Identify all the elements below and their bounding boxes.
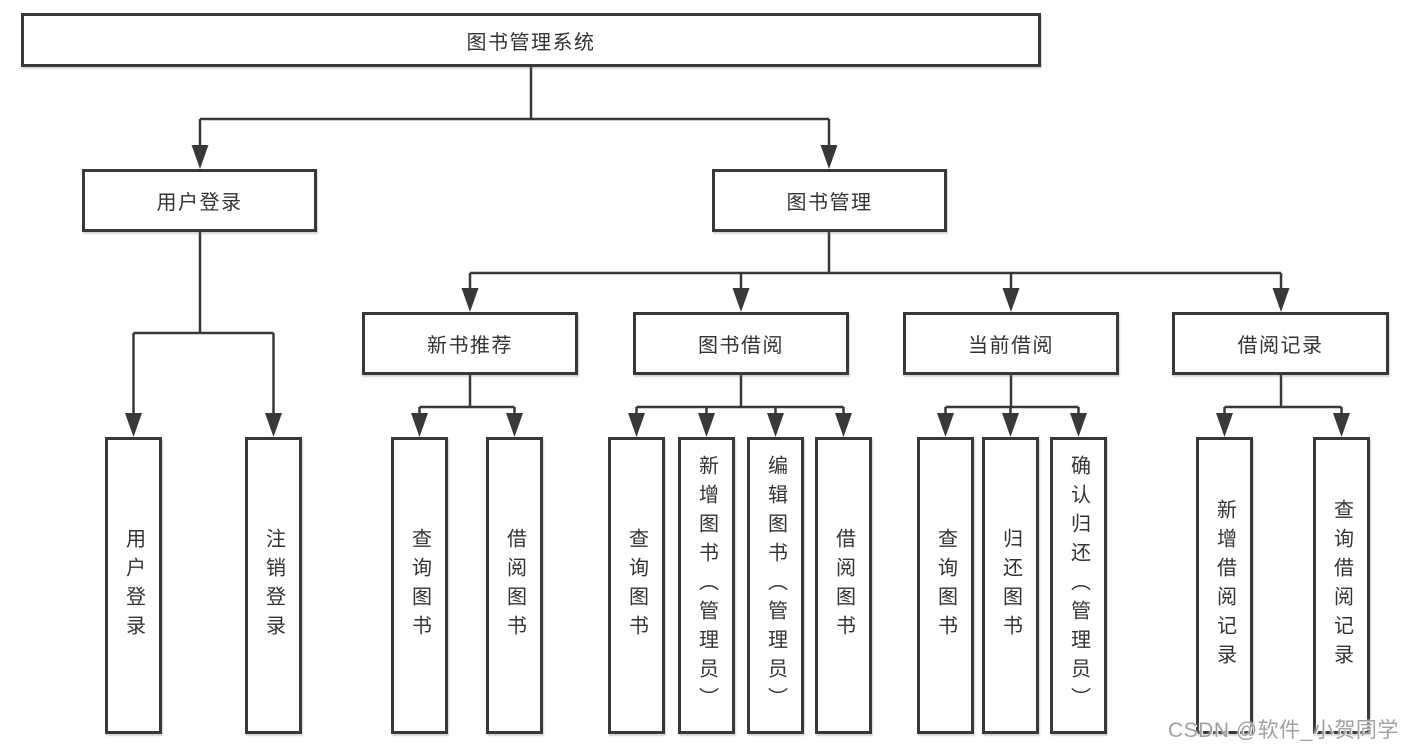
leaf-query-book-3: 查询图书: [917, 437, 974, 734]
node-borrow-record: 借阅记录: [1172, 312, 1389, 375]
connector-current-borrow: [944, 375, 1080, 421]
leaf-logout-label: 注销登录: [262, 527, 285, 644]
leaf-edit-book-admin-label: 编辑图书（管理员）: [764, 455, 787, 716]
connector-new-book: [418, 375, 516, 421]
leaf-add-book-admin: 新增图书（管理员）: [678, 437, 735, 734]
leaf-query-borrow-record-label: 查询借阅记录: [1330, 498, 1353, 673]
leaf-return-book: 归还图书: [982, 437, 1039, 734]
leaf-edit-book-admin: 编辑图书（管理员）: [747, 437, 804, 734]
node-borrow-record-label: 借阅记录: [1237, 335, 1324, 357]
leaf-add-borrow-record-label: 新增借阅记录: [1213, 498, 1236, 673]
node-new-book-rec-label: 新书推荐: [427, 335, 513, 357]
leaf-borrow-book-1-label: 借阅图书: [503, 527, 526, 644]
connector-user-login: [132, 232, 275, 421]
leaf-borrow-book-2: 借阅图书: [815, 437, 872, 734]
leaf-confirm-return-admin-label: 确认归还（管理员）: [1067, 455, 1090, 716]
leaf-logout: 注销登录: [245, 437, 302, 734]
leaf-query-book-3-label: 查询图书: [934, 527, 957, 644]
connector-root: [198, 67, 831, 150]
leaf-query-book-2-label: 查询图书: [625, 527, 648, 644]
leaf-query-book-1-label: 查询图书: [408, 527, 431, 644]
node-book-borrow-label: 图书借阅: [698, 335, 784, 357]
connector-book-borrow: [635, 375, 845, 421]
leaf-query-book-1: 查询图书: [391, 437, 448, 734]
csdn-watermark: CSDN @软件_小贺同学: [1168, 719, 1399, 742]
connector-borrow-record: [1223, 375, 1343, 421]
leaf-confirm-return-admin: 确认归还（管理员）: [1050, 437, 1107, 734]
leaf-query-book-2: 查询图书: [608, 437, 665, 734]
leaf-borrow-book-2-label: 借阅图书: [832, 527, 855, 644]
node-book-mgmt-label: 图书管理: [786, 192, 873, 214]
node-book-borrow: 图书借阅: [633, 312, 849, 375]
node-root-label: 图书管理系统: [466, 31, 596, 54]
connector-book-mgmt: [468, 232, 1283, 295]
leaf-query-borrow-record: 查询借阅记录: [1313, 437, 1370, 734]
node-user-login-label: 用户登录: [156, 192, 243, 214]
node-root: 图书管理系统: [21, 13, 1041, 67]
node-current-borrow-label: 当前借阅: [968, 335, 1054, 357]
node-new-book-rec: 新书推荐: [362, 312, 578, 375]
leaf-add-book-admin-label: 新增图书（管理员）: [695, 455, 718, 716]
node-current-borrow: 当前借阅: [903, 312, 1119, 375]
leaf-borrow-book-1: 借阅图书: [486, 437, 543, 734]
leaf-return-book-label: 归还图书: [999, 527, 1022, 644]
leaf-add-borrow-record: 新增借阅记录: [1196, 437, 1253, 734]
leaf-user-login: 用户登录: [105, 437, 162, 734]
node-user-login: 用户登录: [82, 169, 317, 232]
leaf-user-login-label: 用户登录: [122, 527, 145, 644]
node-book-mgmt: 图书管理: [712, 169, 947, 232]
